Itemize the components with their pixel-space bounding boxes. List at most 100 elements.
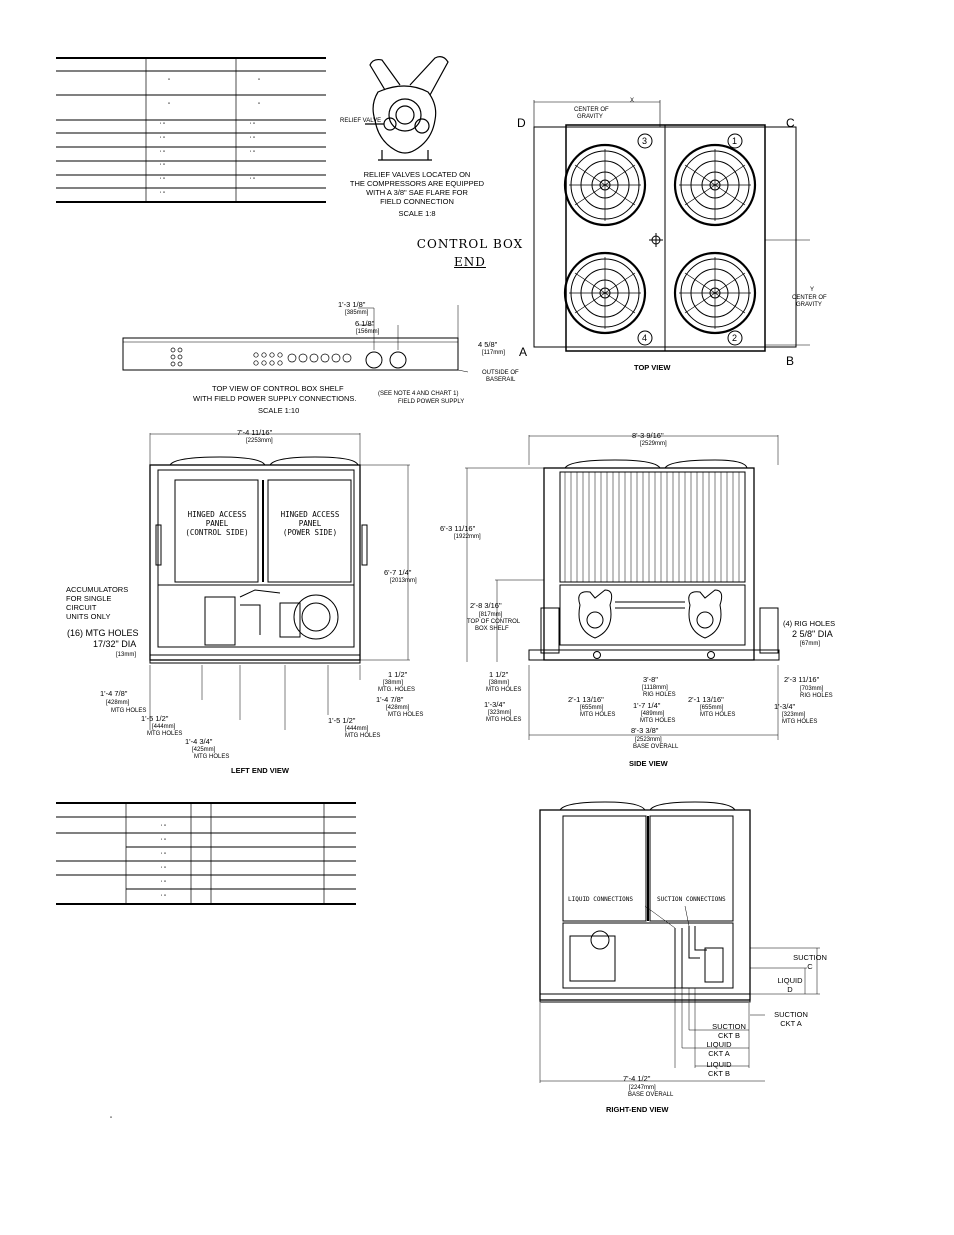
accumulators-note: ACCUMULATORS FOR SINGLE CIRCUIT UNITS ON… — [66, 585, 128, 621]
side-dim-mm: [489mm] — [641, 711, 665, 717]
right-end-caption: RIGHT-END VIEW — [606, 1105, 669, 1114]
relief-note-line: RELIEF VALVES LOCATED ON — [363, 170, 471, 179]
mtg-holes-mm: [13mm] — [116, 652, 137, 658]
relief-note-line: WITH A 3/8" SAE FLARE FOR — [366, 188, 468, 197]
svg-text:' ": ' " — [161, 881, 166, 887]
side-view-drawing — [465, 435, 780, 740]
table-cell: ' " — [250, 151, 255, 157]
side-shelf: 2'-8 3/16" — [470, 601, 502, 610]
side-dim: 1'-3/4" — [484, 700, 506, 709]
svg-text:' ": ' " — [161, 867, 166, 873]
shelf-dim: 6 1/8" — [355, 319, 375, 328]
side-view-caption: SIDE VIEW — [629, 759, 668, 768]
side-dim-lbl: RIG HOLES — [643, 692, 676, 698]
corner-d: D — [517, 116, 526, 130]
side-height-mm: [1922mm] — [454, 534, 481, 540]
mtg-holes: 17/32" DIA — [93, 639, 137, 649]
left-dim-lbl: MTG HOLES — [388, 712, 424, 718]
left-height-mm: [2013mm] — [390, 578, 417, 584]
outside-baserail: BASERAIL — [486, 377, 516, 383]
table-cell: " — [168, 103, 171, 109]
relief-valve-note: RELIEF VALVES LOCATED ON THE COMPRESSORS… — [342, 170, 492, 218]
control-box-title-line: END — [454, 255, 486, 269]
fan-number: 1 — [732, 136, 738, 146]
suction-b-line: SUCTION — [712, 1022, 746, 1031]
left-dim: 1'-4 7/8" — [100, 689, 128, 698]
side-dim: 1'-7 1/4" — [633, 701, 661, 710]
liquid-d-line: D — [787, 985, 793, 994]
dimension-table-bottom: ' "' "' " ' "' "' " — [56, 802, 356, 905]
panel-line: (POWER SIDE) — [282, 528, 338, 537]
side-dim-mm: [655mm] — [700, 705, 724, 711]
control-box-title-line: CONTROL BOX — [416, 237, 524, 251]
left-dim: 1 1/2" — [388, 670, 408, 679]
fan-1 — [673, 143, 757, 227]
compressor-detail-drawing — [365, 56, 449, 161]
side-width-mm: [2529mm] — [640, 441, 667, 447]
liquid-ckt-b: LIQUID CKT B — [697, 1060, 741, 1078]
left-dim-lbl: MTG. HOLES — [378, 687, 416, 693]
side-dim-lbl: MTG HOLES — [486, 717, 522, 723]
side-dim-mm: [1118mm] — [642, 685, 668, 691]
rig-holes: 2 5/8" DIA — [792, 629, 833, 639]
side-height: 6'-3 11/16" — [440, 524, 476, 533]
table-cell: " — [168, 79, 171, 85]
side-dim-lbl: RIG HOLES — [800, 693, 833, 699]
svg-text:' ": ' " — [161, 825, 166, 831]
left-dim-mm: [425mm] — [192, 747, 216, 753]
left-end-view-drawing — [149, 433, 410, 730]
panel-line: (CONTROL SIDE) — [185, 528, 249, 537]
left-dim-lbl: MTG HOLES — [194, 754, 230, 760]
table-cell: " — [258, 103, 261, 109]
liquid-b-line: LIQUID — [706, 1060, 732, 1069]
liquid-d: LIQUID D — [770, 976, 810, 994]
left-dim-mm: [444mm] — [345, 726, 369, 732]
rig-holes-mm: [67mm] — [800, 641, 821, 647]
side-shelf-lbl: TOP OF CONTROL — [467, 619, 521, 625]
side-dim-mm: [703mm] — [800, 686, 824, 692]
fan-number: 4 — [642, 333, 648, 343]
svg-text:' ": ' " — [161, 853, 166, 859]
side-dim-lbl: MTG HOLES — [782, 719, 818, 725]
suction-a-line: SUCTION — [774, 1010, 808, 1019]
suction-connections-label: SUCTION CONNECTIONS — [657, 896, 726, 903]
suction-c: SUCTION C — [790, 953, 830, 971]
fan-4 — [563, 251, 647, 335]
side-dim-mm: [323mm] — [782, 712, 806, 718]
top-x-label: X — [630, 98, 635, 104]
shelf-dim-mm: [156mm] — [356, 329, 380, 335]
shelf-dim-mm: [117mm] — [482, 350, 505, 356]
corner-a: A — [519, 345, 528, 359]
shelf-note: FIELD POWER SUPPLY — [398, 399, 465, 405]
table-cell: ' " — [250, 123, 255, 129]
side-shelf-mm: [817mm] — [479, 612, 503, 618]
shelf-scale: SCALE 1:10 — [258, 406, 300, 415]
liquid-d-line: LIQUID — [777, 976, 803, 985]
mtg-holes: (16) MTG HOLES — [67, 628, 139, 638]
left-dim: 1'-4 7/8" — [376, 695, 404, 704]
liquid-connections-label: LIQUID CONNECTIONS — [568, 896, 634, 903]
suction-a-line: CKT A — [780, 1019, 802, 1028]
table-cell: ' " — [160, 151, 165, 157]
corner-c: C — [786, 116, 795, 130]
side-dim: 2'-1 13/16" — [568, 695, 604, 704]
panel-line: HINGED ACCESS — [187, 510, 247, 519]
side-dim-lbl: MTG HOLES — [700, 712, 736, 718]
top-x-cog: CENTER OF — [574, 107, 609, 113]
fan-number: 2 — [732, 333, 738, 343]
top-x-cog: GRAVITY — [577, 114, 603, 120]
panel-line: PANEL — [298, 519, 322, 528]
corner-b: B — [786, 354, 795, 368]
panel-line: PANEL — [205, 519, 229, 528]
side-dim-lbl: MTG HOLES — [640, 718, 676, 724]
side-base: 8'-3 3/8" — [631, 726, 659, 735]
table-cell: ' " — [160, 123, 165, 129]
relief-scale: SCALE 1:8 — [398, 209, 436, 218]
table-cell: ' " — [160, 164, 165, 170]
top-y-cog: GRAVITY — [796, 302, 822, 308]
acc-line: UNITS ONLY — [66, 612, 111, 621]
side-dim-mm: [38mm] — [489, 680, 510, 686]
relief-note-line: FIELD CONNECTION — [380, 197, 454, 206]
right-base-mm: [2247mm] — [629, 1085, 656, 1091]
left-dim-mm: [428mm] — [106, 700, 130, 706]
